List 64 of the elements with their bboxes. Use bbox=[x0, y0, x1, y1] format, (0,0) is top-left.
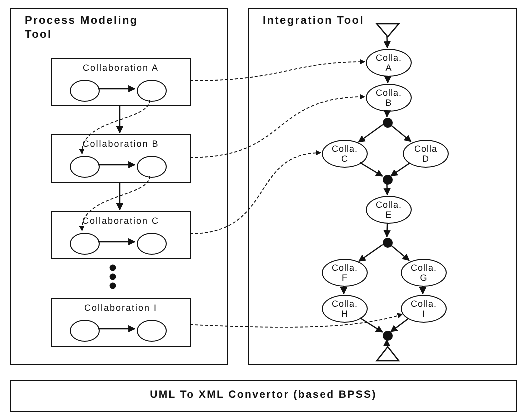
triangle bbox=[377, 24, 399, 37]
arrow bbox=[390, 244, 410, 262]
arrow bbox=[358, 244, 384, 262]
junction-dot bbox=[383, 331, 393, 341]
arrow bbox=[384, 184, 391, 196]
tool-panel bbox=[10, 8, 228, 365]
ellipse bbox=[137, 156, 167, 178]
activity-ellipse: Colla. B bbox=[366, 84, 412, 112]
arrow bbox=[384, 222, 391, 238]
box-title: Collaboration B bbox=[82, 139, 160, 149]
dashed-arrow bbox=[190, 94, 366, 158]
tool-panel bbox=[248, 8, 517, 365]
box-title: Collaboration C bbox=[81, 216, 161, 226]
collaboration-box bbox=[51, 211, 191, 259]
dashed-arrow bbox=[190, 150, 322, 234]
arrow bbox=[98, 238, 136, 246]
activity-ellipse: Colla. F bbox=[322, 259, 368, 287]
arrow bbox=[390, 124, 412, 142]
ellipse bbox=[70, 156, 100, 178]
ellipse bbox=[137, 80, 167, 102]
arrow bbox=[360, 162, 384, 177]
panel-title: Process Modeling Tool bbox=[25, 14, 140, 42]
activity-ellipse: Colla. C bbox=[322, 140, 368, 168]
dashed-arrow bbox=[80, 176, 150, 232]
collaboration-box bbox=[51, 58, 191, 106]
activity-ellipse: Colla D bbox=[403, 140, 449, 168]
dashed-arrow bbox=[80, 100, 150, 155]
arrow bbox=[384, 76, 392, 84]
arrow bbox=[98, 85, 136, 93]
collaboration-box bbox=[51, 298, 191, 347]
arrow bbox=[98, 325, 136, 333]
arrow bbox=[358, 124, 384, 143]
collaboration-box bbox=[51, 134, 191, 183]
dashed-arrow bbox=[190, 313, 404, 328]
triangle bbox=[377, 347, 399, 361]
converter-bar: UML To XML Convertor (based BPSS) bbox=[10, 380, 517, 412]
dashed-arrow bbox=[190, 59, 366, 82]
activity-ellipse: Colla. G bbox=[401, 259, 447, 287]
activity-ellipse: Colla. I bbox=[401, 295, 447, 323]
arrow bbox=[384, 36, 391, 49]
arrow bbox=[390, 162, 410, 177]
activity-ellipse: Colla. H bbox=[322, 295, 368, 323]
panel-title: Integration Tool bbox=[263, 14, 366, 28]
ellipse bbox=[70, 233, 100, 255]
junction-dot bbox=[383, 118, 393, 128]
arrow bbox=[360, 318, 384, 333]
activity-ellipse: Colla. A bbox=[366, 49, 412, 77]
ellipse bbox=[70, 320, 100, 342]
ellipse bbox=[70, 80, 100, 102]
arrow bbox=[98, 161, 136, 169]
ellipse bbox=[137, 320, 167, 342]
arrow bbox=[384, 110, 392, 118]
arrow bbox=[340, 286, 348, 295]
arrow bbox=[116, 105, 124, 134]
box-title: Collaboration A bbox=[82, 63, 160, 73]
arrow bbox=[383, 339, 391, 346]
box-title: Collaboration I bbox=[83, 303, 159, 313]
arrow bbox=[419, 286, 427, 295]
activity-ellipse: Colla. E bbox=[366, 196, 412, 224]
junction-dot bbox=[383, 238, 393, 248]
junction-dot bbox=[383, 175, 393, 185]
arrow bbox=[390, 318, 409, 332]
arrow bbox=[116, 182, 124, 211]
ellipse bbox=[137, 233, 167, 255]
